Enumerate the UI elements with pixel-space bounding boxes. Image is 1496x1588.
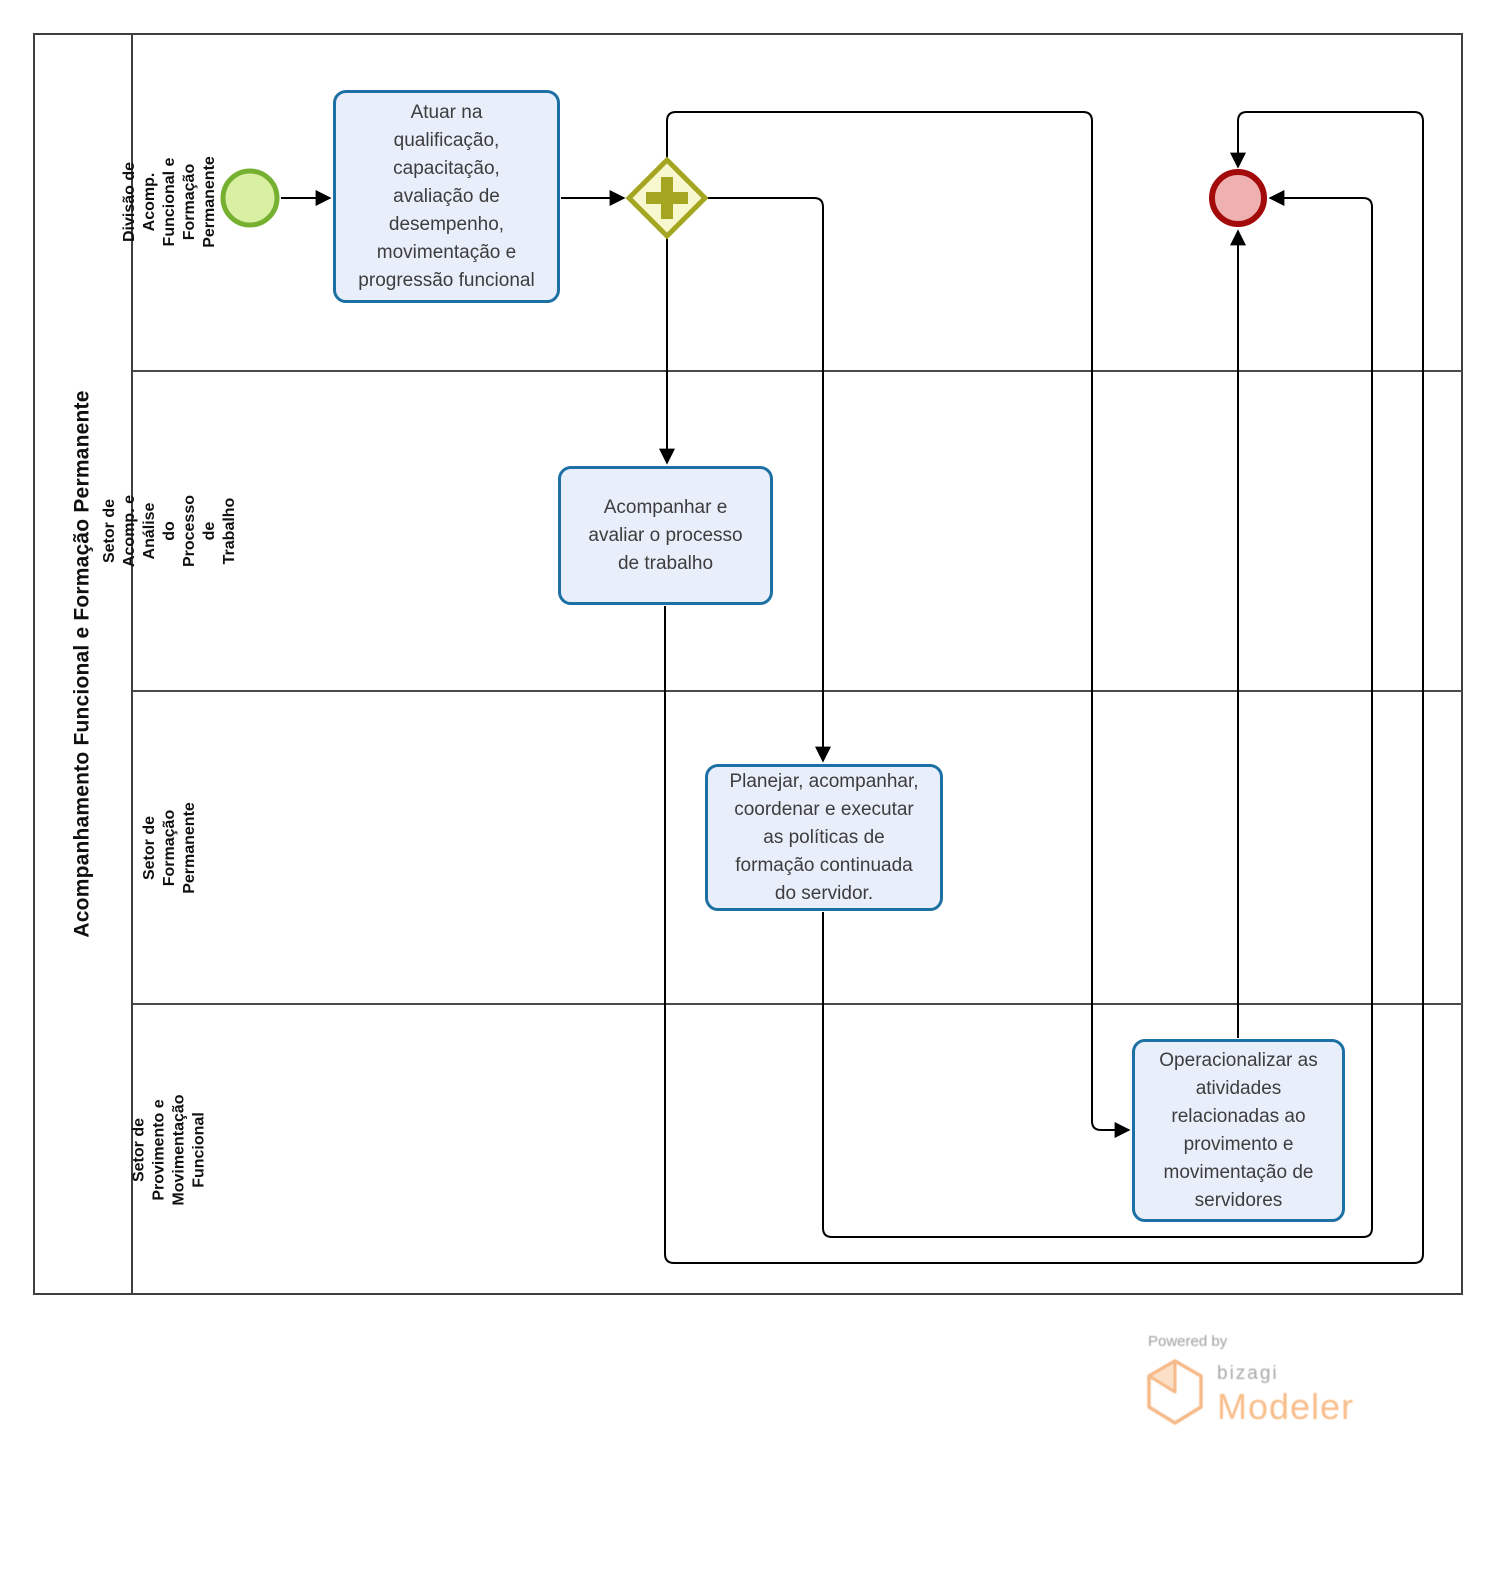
task-operacionalizar-atividades-text: Operacionalizar as atividades relacionad… [1159,1049,1318,1211]
start-event[interactable] [220,168,280,228]
bizagi-wordmark: bizagi [1217,1363,1279,1384]
gateway-plus-icon [646,177,688,219]
powered-by-label: Powered by [1148,1333,1228,1350]
bpmn-pool [33,33,1463,1295]
pool-title-divider [131,33,133,1295]
flow-gateway-to-task-planejar [707,197,831,763]
bizagi-modeler-logo: Powered by bizagi Modeler [1147,1333,1354,1428]
task-atuar-qualificacao[interactable]: Atuar na qualificação, capacitação, aval… [333,90,560,303]
lane-divider-3 [133,1003,1463,1005]
task-acompanhar-avaliar[interactable]: Acompanhar e avaliar o processo de traba… [558,466,773,605]
end-event[interactable] [1209,169,1267,227]
task-planejar-politicas[interactable]: Planejar, acompanhar, coordenar e execut… [705,764,943,911]
bizagi-hexagon-icon [1147,1359,1203,1425]
flow-task-planejar-to-end [822,190,1373,1238]
modeler-wordmark: Modeler [1217,1386,1355,1427]
task-planejar-politicas-text: Planejar, acompanhar, coordenar e execut… [729,770,919,904]
task-operacionalizar-atividades[interactable]: Operacionalizar as atividades relacionad… [1132,1039,1345,1222]
flow-gateway-to-task-operacionalizar [666,111,1131,1138]
task-atuar-qualificacao-text: Atuar na qualificação, capacitação, aval… [358,101,535,291]
task-acompanhar-avaliar-text: Acompanhar e avaliar o processo de traba… [588,496,743,574]
flow-task-acompanhar-to-end [664,111,1424,1264]
lane-divider-1 [133,370,1463,372]
lane-divider-2 [133,690,1463,692]
